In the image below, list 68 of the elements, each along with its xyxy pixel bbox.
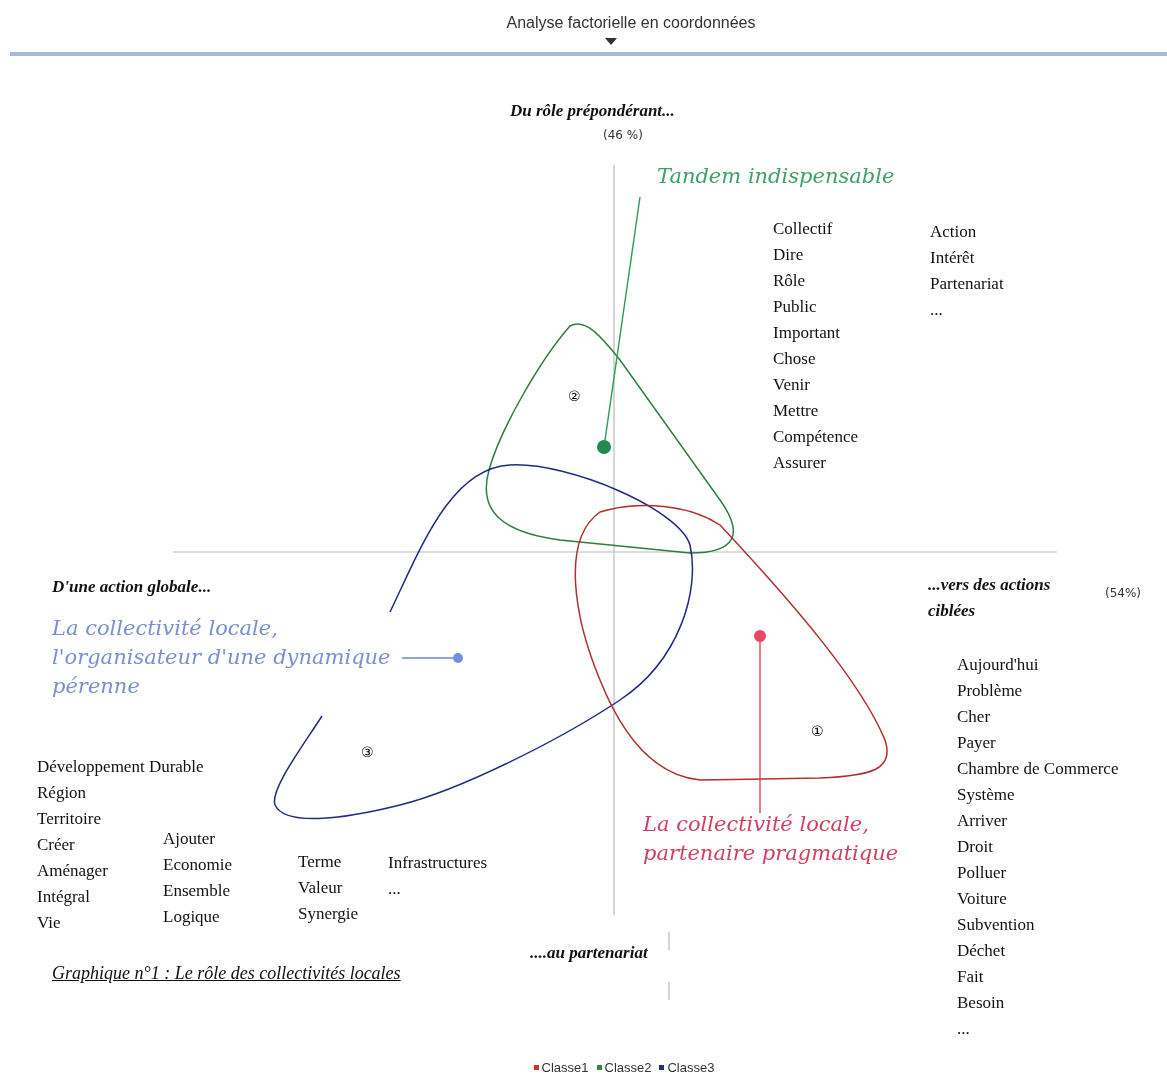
word-label: Chambre de Commerce <box>957 759 1119 779</box>
data-point <box>597 440 611 454</box>
word-label: Intégral <box>37 887 90 907</box>
word-label: Economie <box>163 855 232 875</box>
word-label: Aujourd'hui <box>957 655 1039 675</box>
axis-title: Du rôle prépondérant... <box>510 100 675 122</box>
chart-title: Analyse factorielle en coordonnées <box>505 14 757 32</box>
word-label: Action <box>930 222 977 242</box>
axis-title: ...vers des actions ciblées <box>928 574 1052 622</box>
word-label: Partenariat <box>930 274 1004 294</box>
callout-text: La collectivité locale, partenaire pragmatique <box>643 810 943 868</box>
class-number: ② <box>568 389 581 403</box>
word-label: Aménager <box>37 861 108 881</box>
axis-title: D'une action globale... <box>52 576 212 598</box>
word-label: Arriver <box>957 811 1008 831</box>
chart-caption: Graphique n°1 : Le rôle des collectivités locales <box>52 962 402 985</box>
word-label: Ensemble <box>163 881 231 901</box>
word-label: Compétence <box>773 427 858 447</box>
word-label: Assurer <box>773 453 826 473</box>
word-label: ... <box>930 300 943 320</box>
word-label: Rôle <box>773 271 806 291</box>
word-label: Vie <box>37 913 61 933</box>
percentage-label: (54%) <box>1105 586 1142 600</box>
word-label: ... <box>388 879 401 899</box>
callout-text: La collectivité locale, l'organisateur d'une dynamique pérenne <box>52 614 402 701</box>
word-label: Dire <box>773 245 804 265</box>
word-label: Territoire <box>37 809 101 829</box>
leader-line <box>604 196 641 441</box>
data-point <box>754 630 766 642</box>
word-label: Cher <box>957 707 991 727</box>
word-label: Subvention <box>957 915 1035 935</box>
word-label: Important <box>773 323 841 343</box>
word-label: Intérêt <box>930 248 975 268</box>
leader-line <box>401 657 454 659</box>
leader-line <box>759 641 761 814</box>
word-label: Venir <box>773 375 810 395</box>
word-label: Problème <box>957 681 1023 701</box>
word-label: Chose <box>773 349 816 369</box>
word-label: Payer <box>957 733 996 753</box>
legend-label: Classe2 <box>604 1060 652 1075</box>
word-label: Déchet <box>957 941 1006 961</box>
word-label: Infrastructures <box>388 853 488 873</box>
word-label: Synergie <box>298 904 359 924</box>
class-number: ① <box>811 724 824 738</box>
word-label: Mettre <box>773 401 819 421</box>
word-label: Région <box>37 783 87 803</box>
legend-label: Classe3 <box>667 1060 715 1075</box>
word-label: Système <box>957 785 1015 805</box>
word-label: Développement Durable <box>37 757 204 777</box>
word-label: Logique <box>163 907 220 927</box>
word-label: Créer <box>37 835 75 855</box>
percentage-label: (46 %) <box>603 128 643 142</box>
legend-label: Classe1 <box>541 1060 589 1075</box>
word-label: Valeur <box>298 878 343 898</box>
word-label: Besoin <box>957 993 1005 1013</box>
word-label: ... <box>957 1019 970 1039</box>
word-label: Public <box>773 297 817 317</box>
word-label: Voiture <box>957 889 1007 909</box>
word-label: Ajouter <box>163 829 215 849</box>
word-label: Fait <box>957 967 984 987</box>
word-label: Droit <box>957 837 993 857</box>
word-label: Polluer <box>957 863 1007 883</box>
callout-text: Tandem indispensable <box>657 162 895 191</box>
data-point <box>453 653 463 663</box>
word-label: Terme <box>298 852 342 872</box>
word-label: Collectif <box>773 219 833 239</box>
axis-title: ....au partenariat <box>530 942 648 964</box>
class-number: ③ <box>361 745 374 759</box>
